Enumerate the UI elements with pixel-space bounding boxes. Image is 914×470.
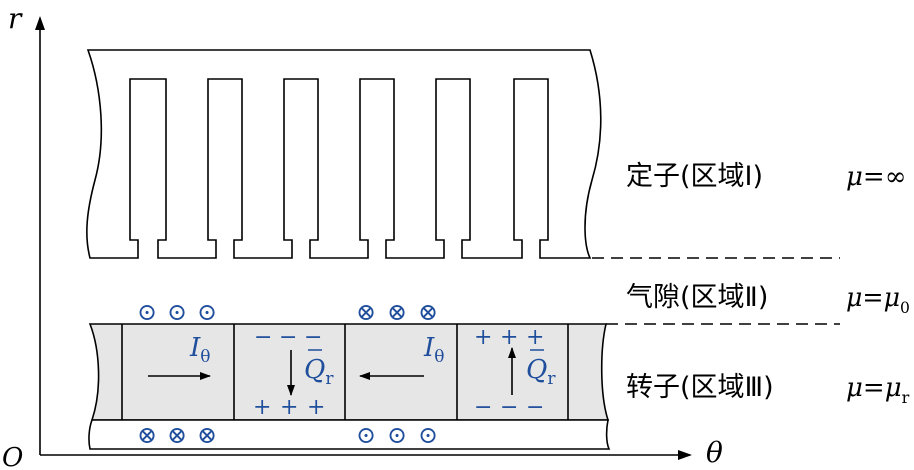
dot-marker: ⊙	[137, 298, 157, 326]
dot-marker: ⊙	[167, 298, 187, 326]
stator-permeability: μ=∞	[846, 162, 906, 192]
shaft-band	[88, 419, 611, 450]
cross-marker: ⊗	[137, 421, 157, 449]
origin-label: O	[2, 443, 23, 470]
dot-marker: ⊙	[197, 298, 217, 326]
stator-outline	[86, 49, 602, 259]
minus-sign: −	[526, 395, 544, 420]
plus-sign: +	[474, 325, 492, 350]
cross-marker: ⊗	[387, 298, 407, 326]
charge-label: Qr	[304, 355, 334, 389]
minus-sign: −	[254, 325, 272, 350]
minus-sign: −	[500, 395, 518, 420]
cross-marker: ⊗	[356, 298, 376, 326]
dot-marker: ⊙	[418, 421, 438, 449]
minus-sign: −	[279, 325, 297, 350]
rotor-permeability: μ=μr	[846, 373, 910, 407]
dot-marker: ⊙	[356, 421, 376, 449]
cross-marker: ⊗	[197, 421, 217, 449]
charge-label: Qr	[526, 355, 556, 389]
plus-sign: +	[307, 395, 325, 420]
minus-sign: −	[474, 395, 492, 420]
cross-marker: ⊗	[167, 421, 187, 449]
theta-axis-label: θ	[706, 436, 723, 469]
dot-marker: ⊙	[387, 421, 407, 449]
plus-sign: +	[253, 395, 271, 420]
current-label: Iθ	[189, 333, 211, 367]
plus-sign: +	[500, 325, 518, 350]
minus-sign: −	[304, 325, 322, 350]
stator-region-label: 定子(区域Ⅰ)	[626, 161, 763, 192]
r-axis-label: r	[8, 2, 23, 35]
cross-marker: ⊗	[418, 298, 438, 326]
plus-sign: +	[280, 395, 298, 420]
current-label: Iθ	[423, 333, 445, 367]
airgap-permeability: μ=μ0	[846, 283, 910, 317]
airgap-region-label: 气隙(区域Ⅱ)	[626, 282, 768, 313]
plus-sign: +	[526, 325, 544, 350]
rotor-region-label: 转子(区域Ⅲ)	[626, 372, 774, 403]
